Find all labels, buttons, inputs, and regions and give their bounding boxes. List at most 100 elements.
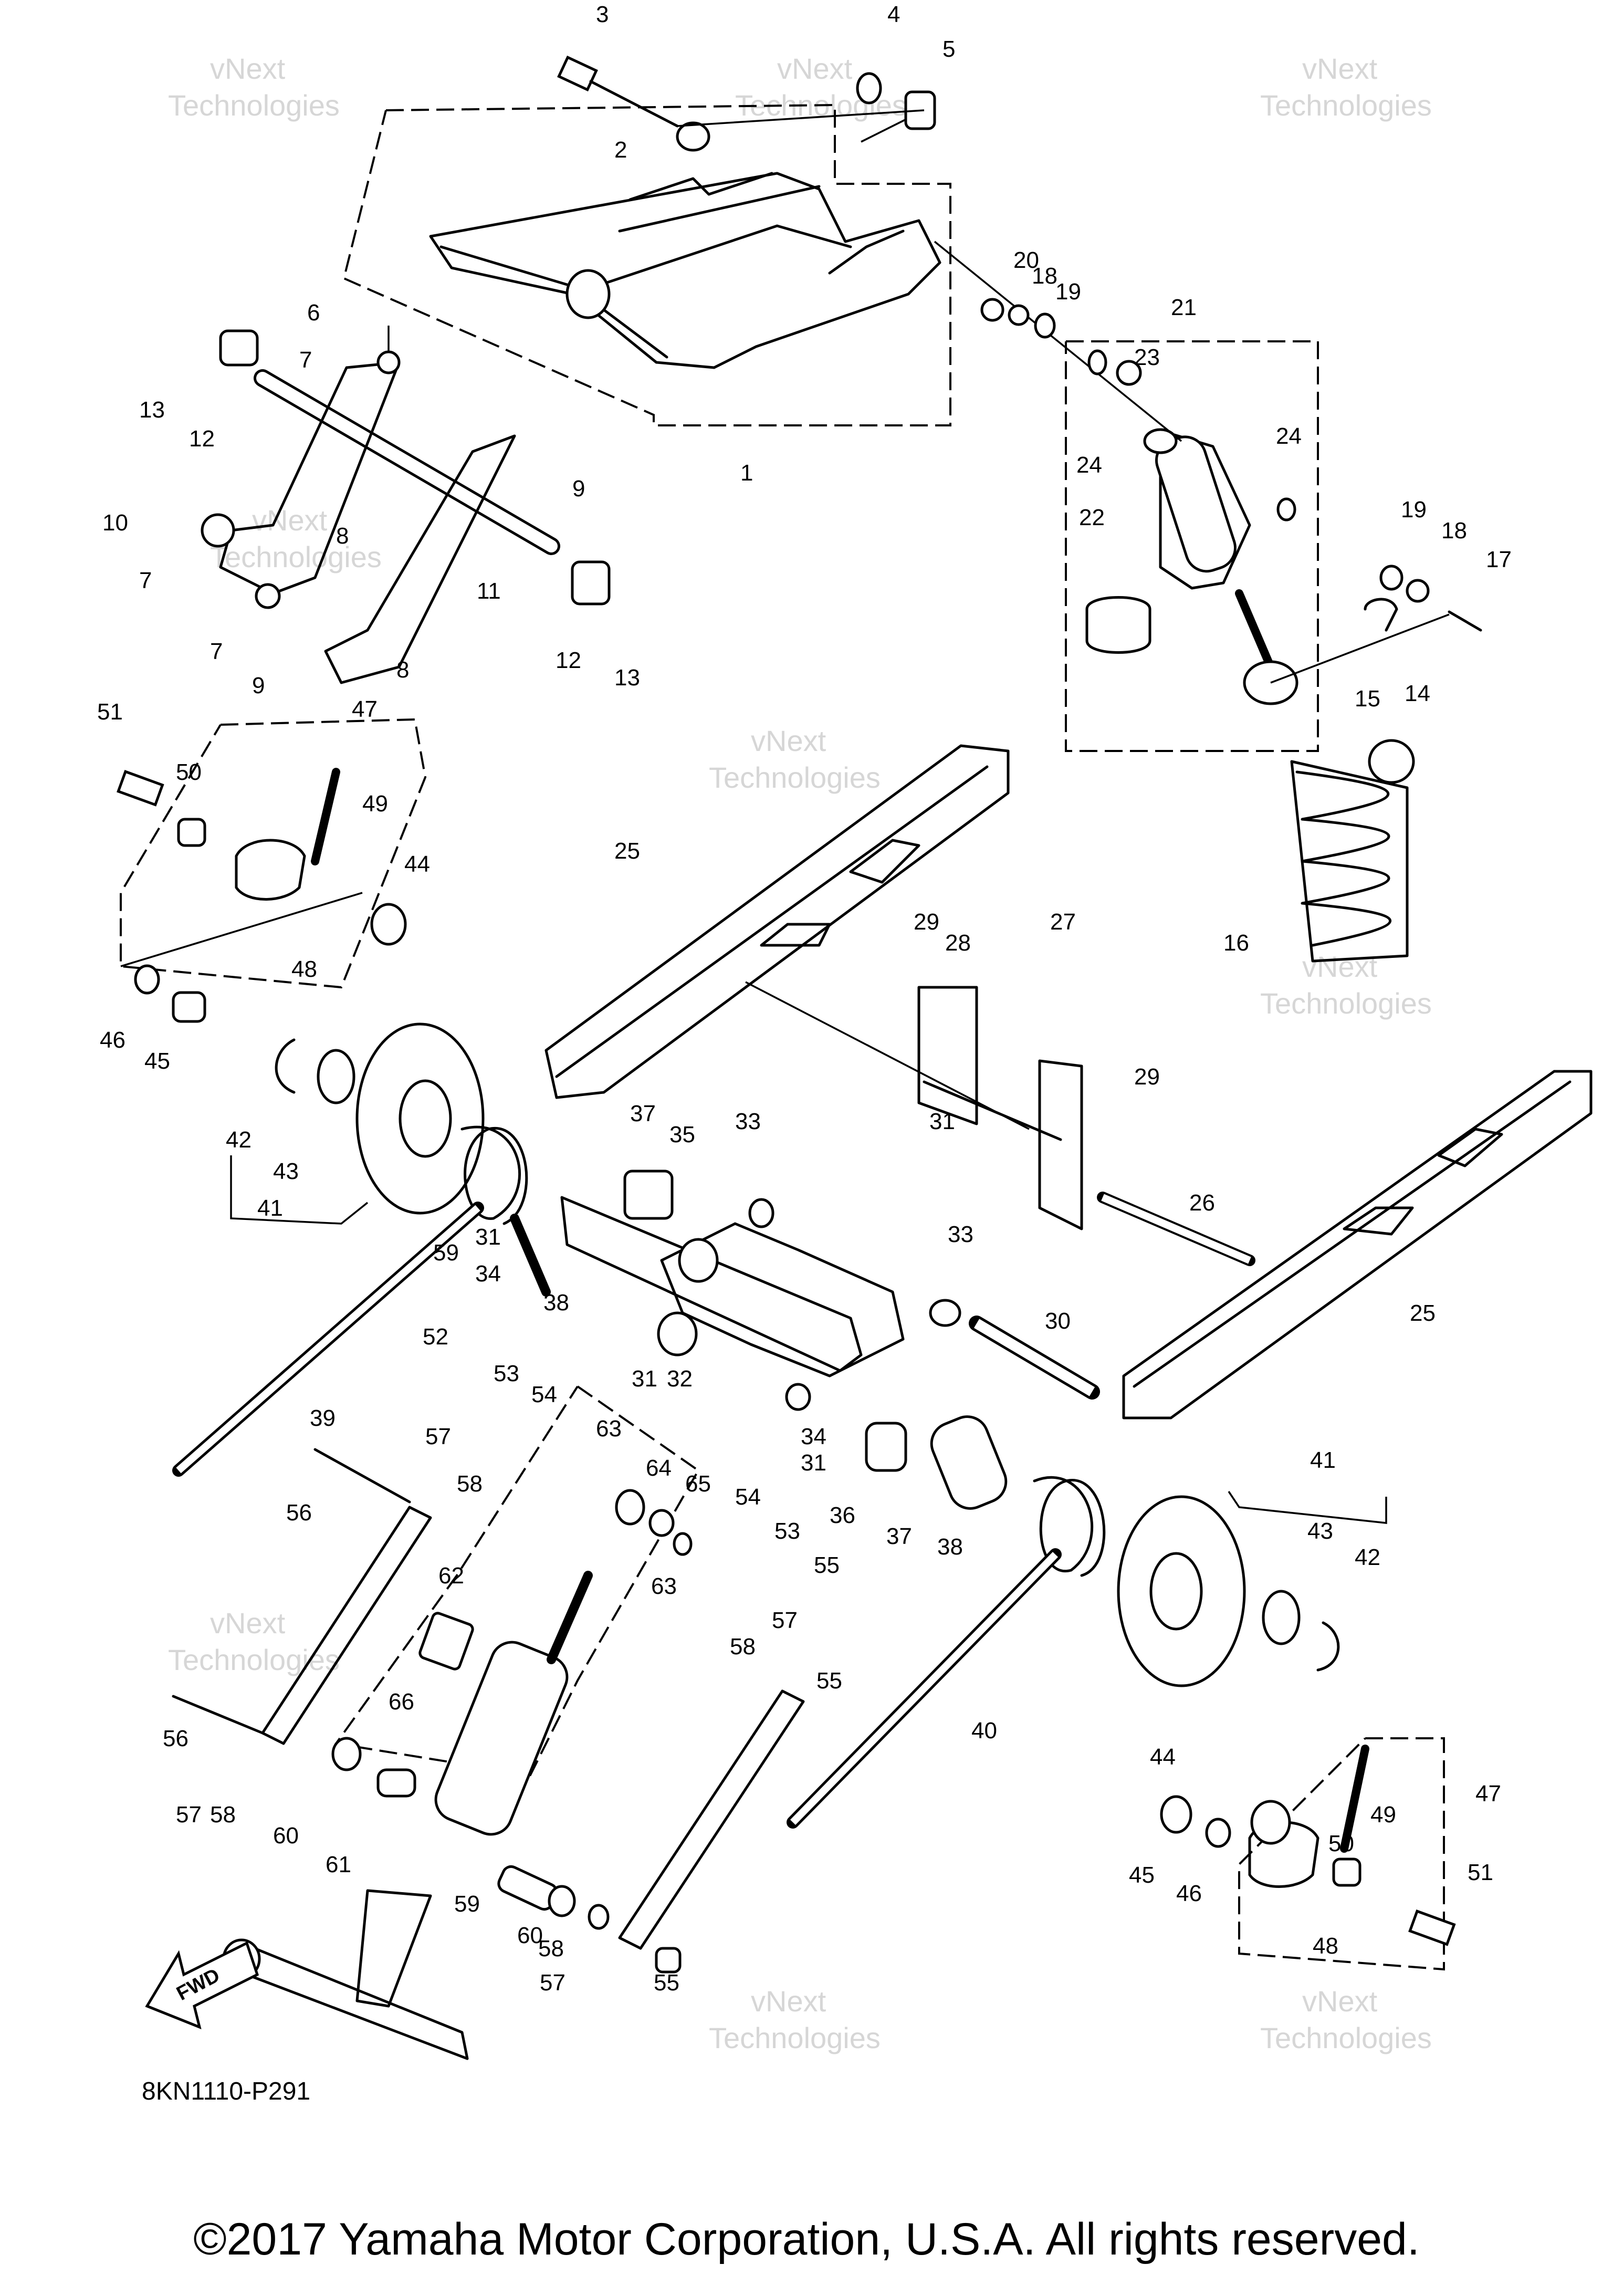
callout-c24b: 24	[1276, 423, 1302, 449]
callout-c51a: 51	[97, 699, 123, 725]
callout-c29b: 29	[1134, 1064, 1160, 1090]
callout-c37a: 37	[630, 1101, 656, 1126]
callout-c41b: 41	[1310, 1447, 1336, 1473]
callout-c1: 1	[740, 460, 753, 486]
callout-c45a: 45	[144, 1048, 170, 1074]
callout-c38a: 38	[543, 1290, 569, 1316]
right-bracket-47	[1160, 1737, 1456, 1971]
callout-c18b: 18	[1441, 518, 1467, 544]
svg-text:Technologies: Technologies	[168, 1643, 340, 1676]
callout-c9b: 9	[252, 673, 265, 698]
callout-c56b: 56	[163, 1726, 188, 1751]
shock-hardware	[980, 298, 1482, 632]
callout-c46b: 46	[1176, 1881, 1202, 1906]
left-tie-rods	[172, 1448, 805, 1974]
callout-c7a: 7	[299, 347, 312, 373]
callout-c64: 64	[646, 1455, 672, 1481]
callout-c35: 35	[669, 1122, 695, 1147]
svg-text:Technologies: Technologies	[1260, 2021, 1432, 2054]
callout-c7c: 7	[210, 639, 223, 664]
svg-text:vNext: vNext	[1302, 950, 1378, 983]
callout-c44a: 44	[404, 851, 430, 877]
callout-c17: 17	[1486, 547, 1512, 572]
callout-c50b: 50	[1328, 1831, 1354, 1856]
callout-c50a: 50	[176, 759, 202, 785]
callout-c25a: 25	[614, 838, 640, 864]
callout-c42a: 42	[226, 1127, 252, 1153]
rear-shock-group	[934, 241, 1450, 752]
callout-c38b: 38	[937, 1534, 963, 1560]
callout-c18a: 18	[1032, 263, 1057, 289]
callout-c51b: 51	[1468, 1860, 1493, 1885]
left-idler-wheel	[230, 1022, 485, 1225]
callout-c12b: 12	[556, 648, 581, 673]
callout-c57d: 57	[540, 1970, 565, 1996]
callout-c57a: 57	[425, 1424, 451, 1449]
svg-text:vNext: vNext	[777, 52, 853, 85]
right-rail	[1122, 1070, 1593, 1420]
callout-c41a: 41	[257, 1195, 283, 1221]
callout-c30: 30	[1045, 1308, 1071, 1334]
callout-c28: 28	[945, 930, 971, 956]
upper-arm-group	[342, 103, 951, 426]
callout-c52: 52	[423, 1324, 448, 1350]
callout-c8b: 8	[396, 657, 409, 683]
callout-c55c: 55	[654, 1970, 679, 1996]
callout-c31d: 31	[801, 1450, 826, 1476]
callout-c7b: 7	[139, 568, 152, 593]
callout-c61: 61	[326, 1852, 351, 1877]
callout-c24a: 24	[1076, 452, 1102, 478]
callout-c59b: 59	[454, 1891, 480, 1917]
callout-c57c: 57	[176, 1802, 202, 1828]
callout-c55a: 55	[814, 1552, 840, 1578]
callout-c63a: 63	[596, 1416, 622, 1442]
callout-c47a: 47	[352, 696, 378, 722]
left-rail	[544, 744, 1010, 1099]
callout-c40: 40	[971, 1718, 997, 1744]
callout-c60b: 60	[517, 1923, 543, 1948]
callout-c20: 20	[1013, 247, 1039, 273]
callout-c12a: 12	[189, 426, 215, 452]
callout-c5: 5	[942, 36, 955, 62]
svg-text:Technologies: Technologies	[168, 89, 340, 122]
front-shock-group	[334, 1385, 700, 1836]
callout-c44b: 44	[1150, 1744, 1176, 1770]
callout-c55b: 55	[816, 1668, 842, 1694]
copyright-notice: ©2017 Yamaha Motor Corporation, U.S.A. A…	[193, 2214, 1420, 2264]
callout-c13b: 13	[614, 665, 640, 691]
callout-c54a: 54	[531, 1382, 557, 1407]
left-torsion-spring	[172, 1125, 551, 1477]
callout-c43a: 43	[273, 1159, 299, 1184]
callout-c14: 14	[1405, 681, 1430, 706]
callout-c63b: 63	[651, 1573, 677, 1599]
callout-c11: 11	[477, 578, 501, 604]
callout-c34b: 34	[801, 1424, 826, 1449]
shock-spring	[1290, 739, 1415, 963]
svg-text:vNext: vNext	[252, 504, 328, 537]
callout-c57b: 57	[772, 1608, 798, 1633]
fwd-arrow-icon: FWD	[145, 1941, 259, 2030]
pivot-arm	[560, 1170, 961, 1411]
right-torsion-spring	[787, 1476, 1106, 1829]
callout-c33a: 33	[735, 1109, 761, 1134]
cross-shaft-group	[201, 326, 611, 684]
svg-text:vNext: vNext	[751, 724, 826, 757]
svg-text:vNext: vNext	[1302, 52, 1378, 85]
callout-c46a: 46	[100, 1027, 125, 1053]
callout-c59a: 59	[433, 1240, 459, 1266]
callout-c31b: 31	[475, 1224, 501, 1250]
callout-c33b: 33	[948, 1222, 973, 1247]
svg-text:Technologies: Technologies	[709, 761, 881, 794]
svg-text:vNext: vNext	[210, 52, 286, 85]
callout-c54b: 54	[735, 1484, 761, 1510]
callout-c48a: 48	[291, 956, 317, 982]
callout-c23: 23	[1134, 345, 1160, 370]
callout-c32: 32	[667, 1366, 693, 1392]
svg-text:Technologies: Technologies	[709, 2021, 881, 2054]
callout-c8a: 8	[336, 523, 349, 549]
callout-c66: 66	[389, 1689, 414, 1715]
callout-c15: 15	[1355, 686, 1380, 712]
top-bolts	[557, 55, 936, 130]
svg-text:Technologies: Technologies	[1260, 89, 1432, 122]
